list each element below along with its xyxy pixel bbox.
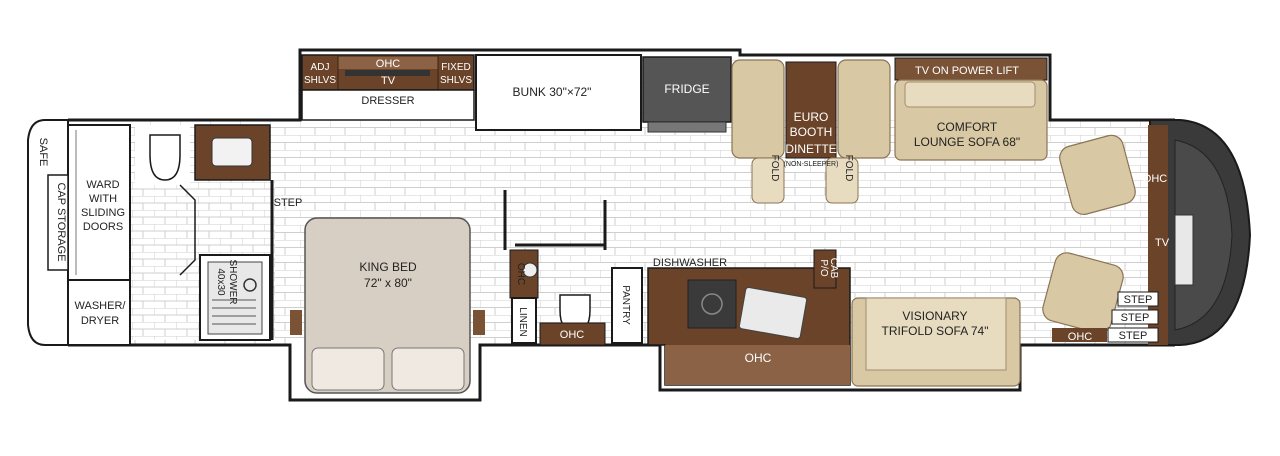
euro-dinette	[731, 59, 891, 204]
euro-label-3: DINETTE	[785, 142, 836, 156]
visionary-sofa-label-2: TRIFOLD SOFA 74"	[882, 324, 989, 338]
tv-front-label: TV	[1155, 237, 1170, 249]
ward-label-2: WITH	[89, 193, 117, 205]
euro-label-2: BOOTH	[790, 125, 833, 139]
adj-shelves-label-1: ADJ	[311, 62, 330, 73]
fold-left-label: FOLD	[769, 155, 780, 182]
ohc-galley-label: OHC	[745, 351, 772, 365]
king-bed-label-1: KING BED	[359, 260, 417, 274]
comfort-sofa-label-2: LOUNGE SOFA 68"	[914, 135, 1020, 149]
dishwasher-label: DISHWASHER	[653, 257, 727, 269]
tv-lift-label: TV ON POWER LIFT	[915, 65, 1019, 77]
adj-shelves-label-2: SHLVS	[304, 75, 336, 86]
linen-label: LINEN	[517, 307, 528, 336]
washer-label-1: WASHER/	[75, 300, 127, 312]
cap-storage-label: CAP STORAGE	[55, 182, 67, 261]
comfort-sofa	[894, 57, 1048, 161]
shower-label-1: SHOWER	[227, 260, 238, 305]
bunk-label: BUNK 30"×72"	[513, 85, 592, 99]
tv-top-label: TV	[381, 75, 396, 87]
dresser	[301, 54, 475, 121]
ohc-front-bottom-label: OHC	[1068, 331, 1093, 343]
ohc-bath-vertical-label: OHC	[515, 263, 526, 285]
step-label-2: STEP	[1121, 312, 1150, 324]
bunk	[475, 54, 642, 131]
ward-label-4: DOORS	[83, 221, 123, 233]
step-label-3: STEP	[1119, 330, 1148, 342]
rear-bath	[135, 124, 274, 341]
washer-label-2: DRYER	[81, 315, 119, 327]
rear-ward	[47, 124, 131, 346]
po-cab-label-2: CAB	[828, 258, 839, 279]
fridge-label: FRIDGE	[664, 82, 709, 96]
galley	[647, 249, 851, 386]
fixed-shelves-label-1: FIXED	[441, 62, 470, 73]
ward-label-1: WARD	[86, 179, 119, 191]
ohc-top-label: OHC	[376, 58, 401, 70]
fridge	[642, 56, 732, 123]
ohc-bath-label: OHC	[560, 329, 585, 341]
ohc-cab-label: OHC	[1143, 173, 1168, 185]
fixed-shelves-label-2: SHLVS	[440, 75, 472, 86]
comfort-sofa-label-1: COMFORT	[937, 120, 998, 134]
dresser-label: DRESSER	[361, 95, 414, 107]
visionary-sofa	[851, 297, 1021, 387]
mid-bath	[503, 190, 643, 346]
ward-label-3: SLIDING	[81, 207, 125, 219]
shower-label-2: 40x30	[215, 268, 226, 296]
euro-label-1: EURO	[794, 110, 829, 124]
pantry-label: PANTRY	[620, 285, 631, 325]
step-rear-label: STEP	[274, 197, 303, 209]
front-cab	[1042, 119, 1252, 346]
euro-label-4: (NON-SLEEPER)	[784, 161, 839, 168]
safe-label: SAFE	[37, 138, 49, 167]
po-cab-label-1: P/O	[818, 259, 829, 276]
visionary-sofa-label-1: VISIONARY	[902, 309, 967, 323]
king-bed	[290, 217, 485, 394]
king-bed-label-2: 72" x 80"	[364, 276, 412, 290]
fold-right-label: FOLD	[843, 155, 854, 182]
step-label-1: STEP	[1124, 294, 1153, 306]
